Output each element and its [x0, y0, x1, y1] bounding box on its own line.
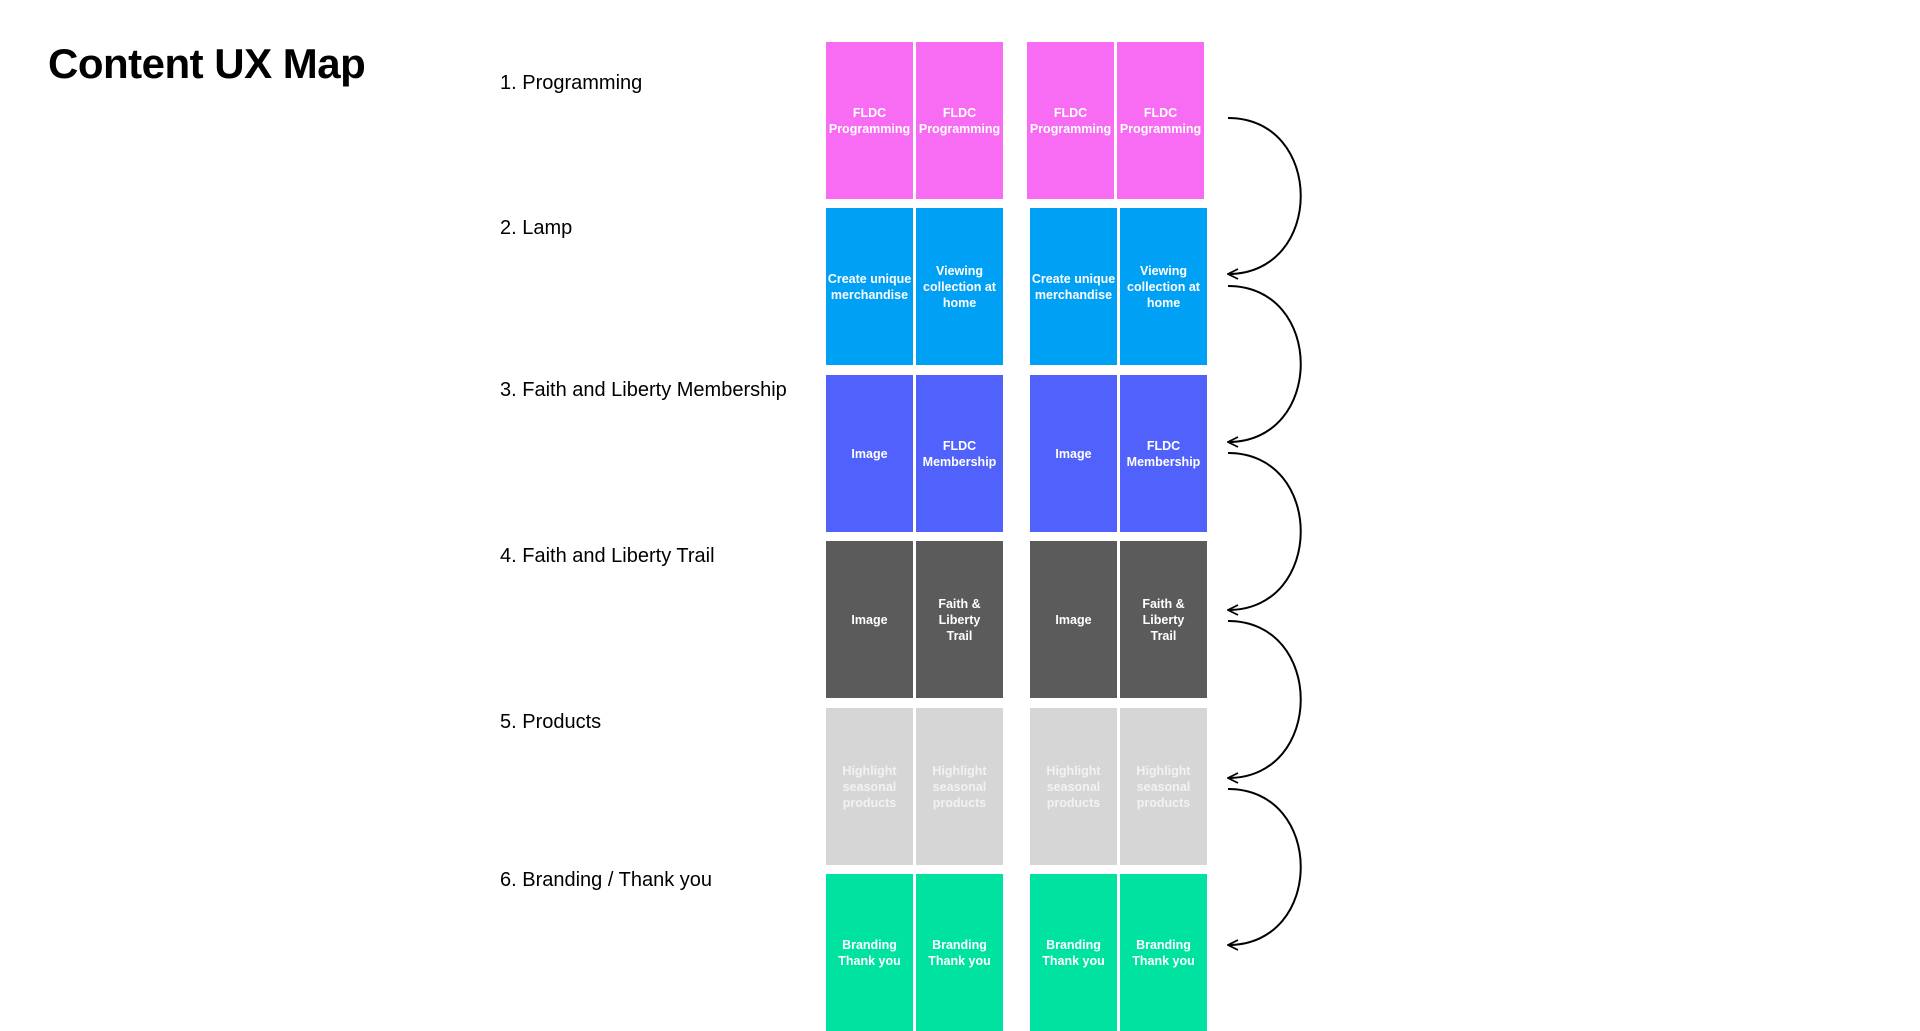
tile-lamp-2: Viewing collection at home	[916, 208, 1003, 365]
tile-programming-1: FLDC Programming	[826, 42, 913, 199]
tile-membership-2: FLDC Membership	[916, 375, 1003, 532]
step-label-trail: 4. Faith and Liberty Trail	[500, 545, 715, 567]
tile-products-3: Highlight seasonal products	[1030, 708, 1117, 865]
tile-membership-3: Image	[1030, 375, 1117, 532]
step-label-programming: 1. Programming	[500, 72, 643, 94]
tile-trail-4: Faith & Liberty Trail	[1120, 541, 1207, 698]
tile-lamp-3: Create unique merchandise	[1030, 208, 1117, 365]
step-label-membership: 3. Faith and Liberty Membership	[500, 379, 787, 401]
page-title: Content UX Map	[48, 40, 366, 87]
step-label-products: 5. Products	[500, 711, 602, 733]
tile-products-2: Highlight seasonal products	[916, 708, 1003, 865]
step-label-lamp: 2. Lamp	[500, 217, 573, 239]
tile-lamp-1: Create unique merchandise	[826, 208, 913, 365]
tile-trail-3: Image	[1030, 541, 1117, 698]
tile-lamp-4: Viewing collection at home	[1120, 208, 1207, 365]
tile-trail-1: Image	[826, 541, 913, 698]
tile-branding-2: Branding Thank you	[916, 874, 1003, 1031]
curved-arrow-icon	[1228, 788, 1302, 945]
tile-programming-4: FLDC Programming	[1117, 42, 1204, 199]
tile-products-4: Highlight seasonal products	[1120, 708, 1207, 865]
tile-products-1: Highlight seasonal products	[826, 708, 913, 865]
tile-branding-1: Branding Thank you	[826, 874, 913, 1031]
tile-membership-4: FLDC Membership	[1120, 375, 1207, 532]
curved-arrow-icon	[1228, 285, 1302, 442]
curved-arrow-icon	[1228, 620, 1302, 778]
tile-branding-3: Branding Thank you	[1030, 874, 1117, 1031]
tile-programming-3: FLDC Programming	[1027, 42, 1114, 199]
tile-membership-1: Image	[826, 375, 913, 532]
curved-arrow-icon	[1228, 452, 1302, 610]
step-label-branding: 6. Branding / Thank you	[500, 869, 712, 891]
curved-arrow-icon	[1228, 117, 1302, 274]
tile-branding-4: Branding Thank you	[1120, 874, 1207, 1031]
tile-programming-2: FLDC Programming	[916, 42, 1003, 199]
tile-trail-2: Faith & Liberty Trail	[916, 541, 1003, 698]
